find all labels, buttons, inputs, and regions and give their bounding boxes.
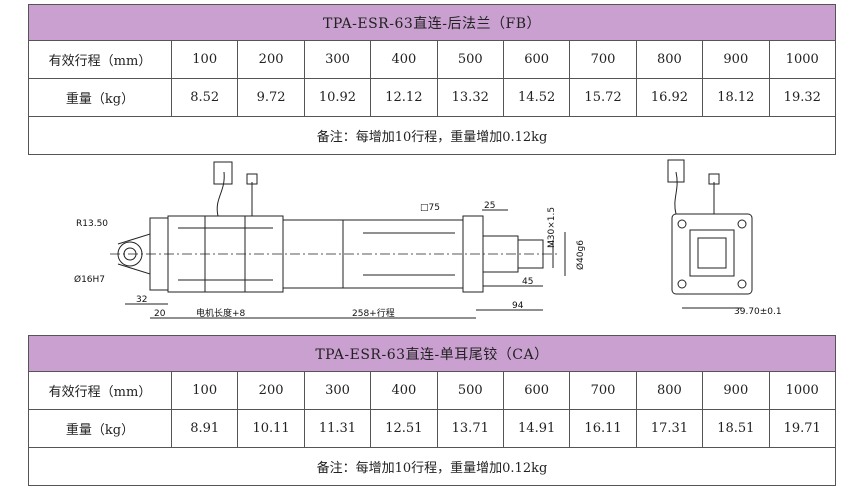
connector-icon [213, 161, 233, 185]
table-fb: TPA-ESR-63直连-后法兰（FB） 有效行程（mm） 100 200 30… [27, 4, 837, 155]
stroke-cell: 700 [569, 40, 637, 79]
stroke-cell: 200 [237, 371, 305, 410]
stroke-cell: 900 [702, 40, 770, 79]
weight-cell: 8.52 [170, 78, 239, 117]
weight-cell: 13.32 [436, 78, 504, 117]
weight-cell: 14.91 [502, 409, 571, 448]
stroke-cell: 600 [502, 40, 571, 79]
weight-cell: 19.71 [768, 409, 836, 448]
stroke-cell: 900 [702, 371, 770, 410]
stroke-cell: 400 [370, 371, 438, 410]
dim-45: 45 [522, 277, 533, 287]
stroke-cell: 800 [635, 40, 704, 79]
weight-label: 重量（kg） [28, 409, 172, 448]
weight-cell: 14.52 [502, 78, 571, 117]
stroke-cell: 300 [303, 40, 372, 79]
table-fb-title-row: TPA-ESR-63直连-后法兰（FB） [27, 4, 837, 41]
dim-r: R13.50 [76, 219, 108, 229]
stroke-cell: 400 [370, 40, 438, 79]
stroke-cell: 100 [170, 40, 239, 79]
weight-cell: 16.92 [635, 78, 704, 117]
weight-cell: 19.32 [768, 78, 837, 117]
stroke-cell: 500 [436, 40, 504, 79]
table-fb-note-row: 备注：每增加10行程，重量增加0.12kg [27, 116, 837, 155]
weight-cell: 16.11 [569, 409, 637, 448]
cable-line [216, 171, 225, 217]
table-ca-weight-row: 重量（kg） 8.91 10.11 11.31 12.51 13.71 14.9… [28, 409, 836, 448]
dim-motor: 电机长度+8 [196, 307, 246, 319]
weight-label: 重量（kg） [28, 78, 172, 117]
dim-stroke: 258+行程 [352, 307, 395, 319]
stroke-cell: 200 [237, 40, 305, 79]
stroke-cell: 1000 [768, 371, 836, 410]
dim-square: □75 [420, 203, 440, 213]
weight-cell: 8.91 [170, 409, 239, 448]
stroke-cell: 1000 [768, 40, 837, 79]
weight-cell: 12.12 [370, 78, 438, 117]
weight-cell: 11.31 [303, 409, 372, 448]
weight-cell: 15.72 [569, 78, 637, 117]
dim-32: 32 [136, 295, 147, 305]
end-view-plate [671, 213, 753, 295]
weight-cell: 18.12 [702, 78, 770, 117]
weight-cell: 17.31 [635, 409, 704, 448]
stroke-cell: 100 [170, 371, 239, 410]
table-ca-note: 备注：每增加10行程，重量增加0.12kg [28, 447, 836, 486]
weight-cell: 10.11 [237, 409, 305, 448]
dim-3970: 39.70±0.1 [734, 307, 782, 317]
dim-phi40: Ø40g6 [575, 240, 586, 270]
stroke-cell: 600 [502, 371, 571, 410]
table-ca-title: TPA-ESR-63直连-单耳尾铰（CA） [28, 335, 836, 372]
table-fb-weight-row: 重量（kg） 8.52 9.72 10.92 12.12 13.32 14.52… [28, 78, 837, 117]
dim-20: 20 [154, 309, 166, 319]
actuator-drawing: R13.50 Ø16H7 □75 25 M30×1.5 Ø40g6 45 32 … [74, 159, 782, 319]
stroke-cell: 300 [303, 371, 372, 410]
stroke-label: 有效行程（mm） [28, 40, 172, 79]
dim-94: 94 [512, 301, 524, 311]
stroke-label: 有效行程（mm） [28, 371, 172, 410]
stroke-cell: 500 [436, 371, 504, 410]
dim-m30: M30×1.5 [547, 207, 557, 248]
weight-cell: 10.92 [303, 78, 372, 117]
table-ca: TPA-ESR-63直连-单耳尾铰（CA） 有效行程（mm） 100 200 3… [28, 335, 836, 486]
table-ca-stroke-row: 有效行程（mm） 100 200 300 400 500 600 700 800… [28, 371, 836, 410]
table-fb-title: TPA-ESR-63直连-后法兰（FB） [27, 4, 837, 41]
table-fb-note: 备注：每增加10行程，重量增加0.12kg [27, 116, 837, 155]
stroke-cell: 800 [635, 371, 704, 410]
weight-cell: 13.71 [436, 409, 504, 448]
dim-25: 25 [484, 201, 495, 211]
table-ca-title-row: TPA-ESR-63直连-单耳尾铰（CA） [28, 335, 836, 372]
end-connector-icon [667, 159, 685, 183]
weight-cell: 18.51 [702, 409, 770, 448]
stroke-cell: 700 [569, 371, 637, 410]
table-ca-note-row: 备注：每增加10行程，重量增加0.12kg [28, 447, 836, 486]
weight-cell: 9.72 [237, 78, 305, 117]
weight-cell: 12.51 [370, 409, 438, 448]
dim-phi16: Ø16H7 [74, 274, 105, 285]
table-fb-stroke-row: 有效行程（mm） 100 200 300 400 500 600 700 800… [28, 40, 837, 79]
